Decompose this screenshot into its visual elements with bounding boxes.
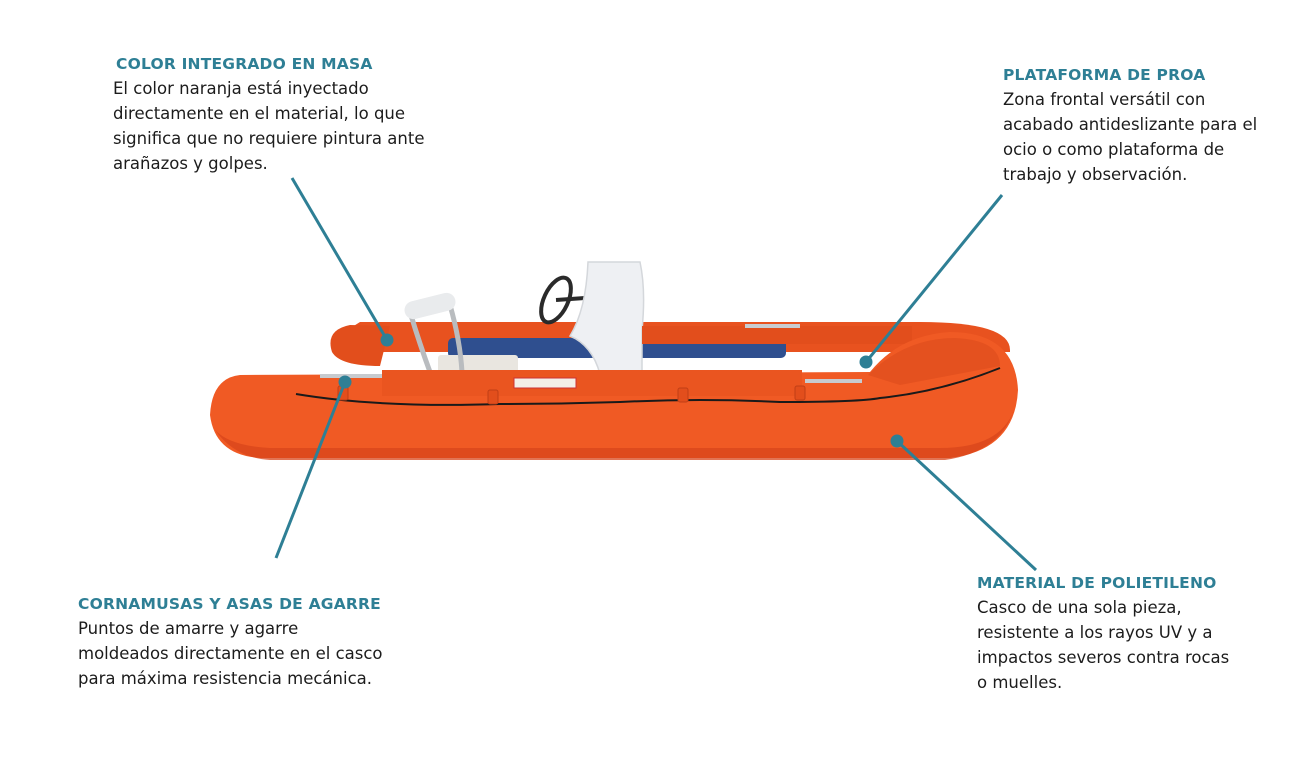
callout-title: PLATAFORMA DE PROA: [1003, 66, 1206, 84]
callout-text: El color naranja está inyectado directam…: [113, 79, 425, 173]
bow-platform: [868, 338, 1000, 385]
leader-polietileno: [895, 439, 1038, 572]
warning-label: [513, 377, 577, 389]
rear-rail-cushion: [404, 292, 456, 320]
inner-gunwale: [382, 370, 802, 396]
leader-color: [290, 177, 389, 341]
leader-lines: [274, 177, 1038, 572]
callout-text: Zona frontal versátil con acabado antide…: [1003, 90, 1258, 184]
callout-title: MATERIAL DE POLIETILENO: [977, 574, 1217, 592]
callout-title: CORNAMUSAS Y ASAS DE AGARRE: [78, 595, 381, 613]
callout-cornamusas: CORNAMUSAS Y ASAS DE AGARRE Puntos de am…: [78, 594, 418, 691]
callout-text: Puntos de amarre y agarre moldeados dire…: [78, 619, 383, 688]
steering-wheel: [539, 275, 586, 325]
steering-console: [568, 261, 645, 375]
leader-proa: [864, 194, 1004, 363]
callout-polietileno: MATERIAL DE POLIETILENO Casco de una sol…: [977, 573, 1277, 695]
hull-shadow: [215, 410, 1014, 460]
leader-cornamusas: [274, 381, 347, 559]
callout-plataforma-proa: PLATAFORMA DE PROA Zona frontal versátil…: [1003, 65, 1293, 187]
callout-color-integrado: COLOR INTEGRADO EN MASA El color naranja…: [113, 54, 453, 176]
stern-back-tube: [330, 325, 390, 366]
callout-title: COLOR INTEGRADO EN MASA: [116, 55, 373, 73]
callout-text: Casco de una sola pieza, resistente a lo…: [977, 598, 1230, 692]
bow-inner-wall: [642, 326, 912, 344]
